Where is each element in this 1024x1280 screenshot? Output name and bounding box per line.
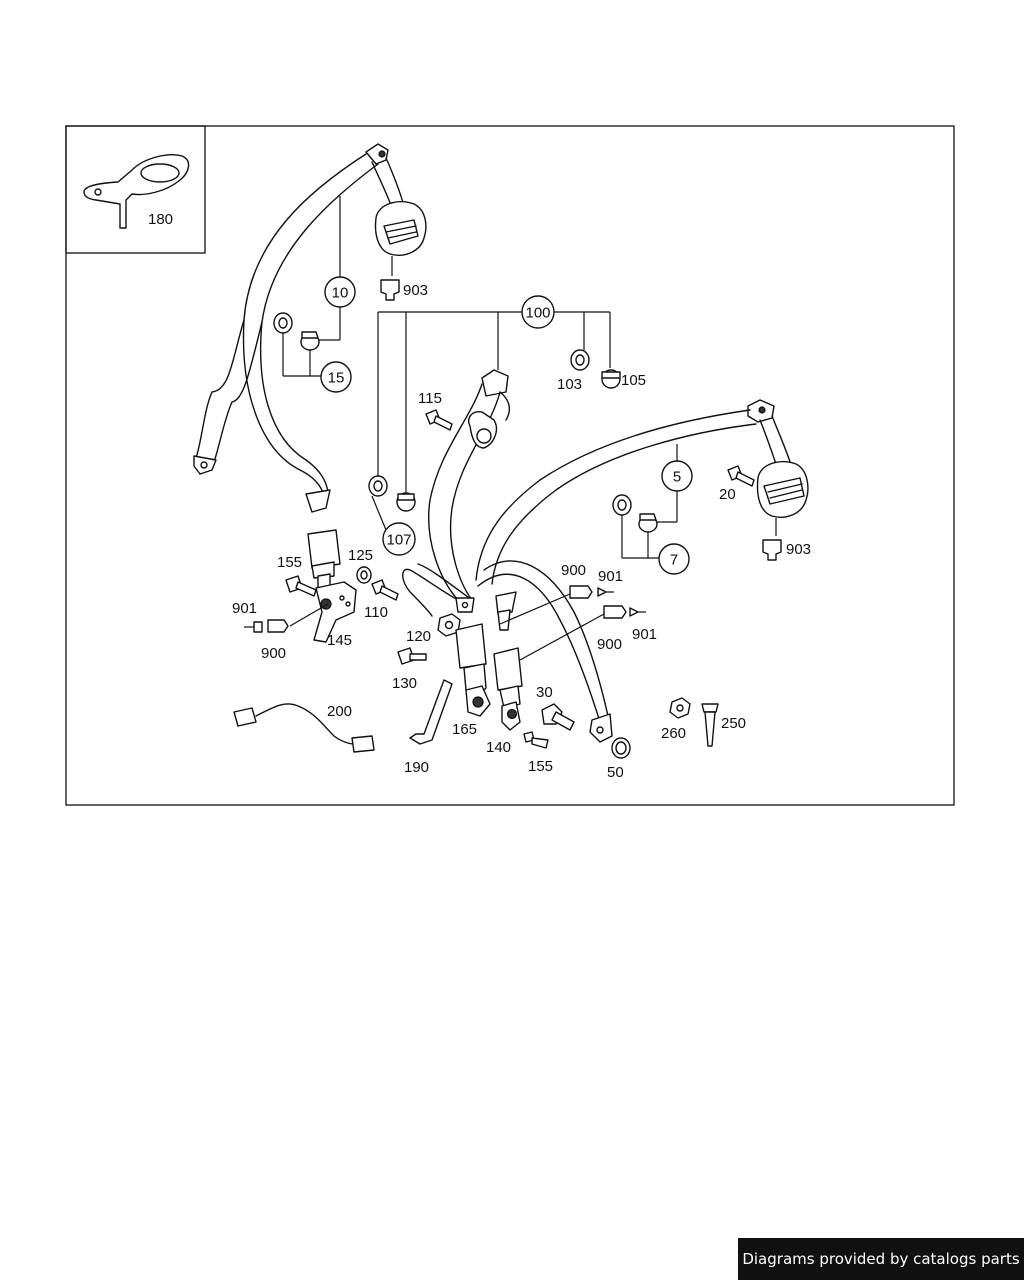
part-900-connector-lower[interactable] — [603, 605, 627, 619]
part-label-190: 190 — [404, 759, 429, 776]
part-155-bolt-lower[interactable] — [523, 731, 549, 749]
part-label-107: 107 — [386, 532, 411, 549]
part-903-connector-right[interactable] — [762, 539, 782, 561]
part-label-110: 110 — [364, 604, 388, 621]
part-label-250: 250 — [721, 715, 746, 732]
part-label-900-upper: 900 — [561, 562, 586, 579]
center-buckle-165[interactable] — [455, 623, 491, 717]
part-label-155-lower: 155 — [528, 758, 553, 775]
part-label-900-left: 900 — [261, 645, 286, 662]
part-label-901-lower: 901 — [632, 626, 657, 643]
right-seat-belt[interactable] — [475, 399, 809, 585]
diagram-frame — [65, 125, 955, 806]
part-7-grommet[interactable] — [612, 494, 658, 533]
part-label-903-right: 903 — [786, 541, 811, 558]
part-903-connector-top[interactable] — [380, 279, 400, 301]
part-label-103: 103 — [557, 376, 582, 393]
left-buckle-assembly[interactable] — [307, 529, 357, 643]
part-900-connector-left[interactable] — [267, 619, 289, 633]
part-125-washer[interactable] — [356, 566, 372, 584]
part-label-105: 105 — [621, 372, 646, 389]
callout-100: 100 — [521, 295, 555, 329]
part-115-bolt[interactable] — [425, 409, 453, 431]
callout-5: 5 — [661, 460, 693, 492]
callout-15: 15 — [320, 361, 352, 393]
left-seat-belt[interactable] — [193, 143, 427, 513]
footer-credit: Diagrams provided by catalogs parts — [738, 1238, 1024, 1280]
part-180-bracket[interactable] — [83, 154, 190, 229]
part-105-cap[interactable] — [601, 369, 621, 389]
part-label-10: 10 — [332, 285, 349, 302]
center-buckle-140[interactable] — [493, 647, 523, 731]
part-label-30: 30 — [536, 684, 553, 701]
part-900-connector-upper[interactable] — [569, 585, 593, 599]
callout-10: 10 — [324, 276, 356, 308]
part-label-901-left: 901 — [232, 600, 257, 617]
part-103-grommet[interactable] — [570, 349, 590, 371]
part-107-grommet[interactable] — [368, 475, 416, 512]
part-label-20: 20 — [719, 486, 736, 503]
part-label-100: 100 — [525, 305, 550, 322]
part-label-165: 165 — [452, 721, 477, 738]
part-label-145: 145 — [327, 632, 352, 649]
part-label-901-upper: 901 — [598, 568, 623, 585]
part-110-bolt[interactable] — [371, 579, 399, 601]
part-label-140: 140 — [486, 739, 511, 756]
part-label-900-lower: 900 — [597, 636, 622, 653]
part-label-155-left: 155 — [277, 554, 302, 571]
part-190-strap[interactable] — [409, 679, 453, 745]
part-901-pin-lower[interactable] — [629, 607, 646, 617]
part-label-50: 50 — [607, 764, 624, 781]
part-20-bolt[interactable] — [727, 465, 755, 487]
part-155-bolt-left[interactable] — [285, 575, 317, 597]
part-label-7: 7 — [670, 552, 678, 569]
part-200-wire-harness[interactable] — [233, 703, 375, 753]
part-260-nut[interactable] — [669, 697, 691, 719]
part-label-903-top: 903 — [403, 282, 428, 299]
part-label-180: 180 — [148, 211, 173, 228]
part-label-260: 260 — [661, 725, 686, 742]
part-label-200: 200 — [327, 703, 352, 720]
part-50-washer[interactable] — [611, 737, 631, 759]
part-label-115: 115 — [418, 390, 442, 407]
part-130-bolt[interactable] — [397, 647, 427, 665]
callout-7: 7 — [658, 543, 690, 575]
part-901-pin-upper[interactable] — [597, 587, 614, 597]
part-901-pin-left[interactable] — [244, 621, 263, 633]
part-15-grommet[interactable] — [273, 312, 320, 351]
center-seat-belt[interactable] — [402, 369, 613, 743]
part-label-125: 125 — [348, 547, 373, 564]
part-label-130: 130 — [392, 675, 417, 692]
part-label-120: 120 — [406, 628, 431, 645]
part-250-pin[interactable] — [701, 703, 719, 747]
part-30-bolt[interactable] — [541, 703, 575, 731]
part-label-5: 5 — [673, 469, 681, 486]
part-label-15: 15 — [328, 370, 345, 387]
callout-107: 107 — [382, 522, 416, 556]
inset-frame — [65, 125, 206, 254]
